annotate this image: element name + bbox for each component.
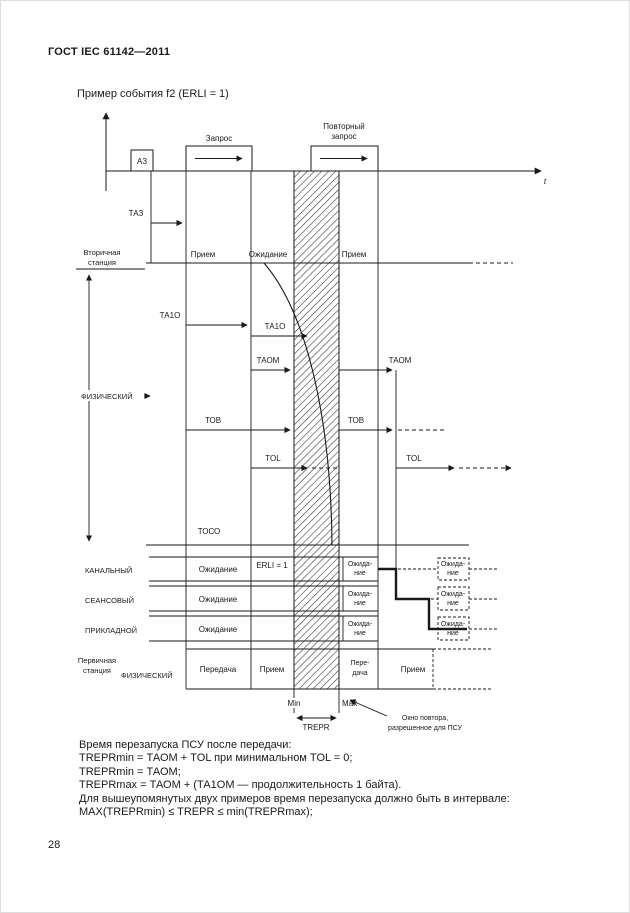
primary-station-label-2: станция [83, 666, 111, 675]
app-wait2-label-2: ние [354, 630, 366, 637]
notes-block: Время перезапуска ПСУ после передачи: TR… [79, 739, 574, 819]
note-line-4: TREPRmax = ТАОМ + (ТА1ОМ — продолжительн… [79, 779, 402, 792]
note-line-3: TREPRmin = ТАОМ; [79, 765, 181, 778]
link-layer-label: КАНАЛЬНЫЙ [85, 566, 132, 575]
link-wait3-label-2: ние [447, 570, 459, 577]
handover-connectors [398, 568, 499, 630]
receive-bottom-right-label: Прием [401, 665, 426, 674]
link-wait2-label-1: Ожида- [348, 561, 373, 568]
transmit2-label-2: дача [352, 670, 367, 677]
app-layer-label: ПРИКЛАДНОЙ [85, 626, 137, 635]
link-wait2-label-2: ние [354, 570, 366, 577]
figure-caption: Пример события f2 (ERLI = 1) [77, 88, 229, 100]
receive-bottom-left-label: Прием [260, 665, 285, 674]
link-wait3-label-1: Ожида- [441, 561, 466, 568]
link-wait-label: Ожидание [199, 565, 238, 574]
app-wait-label: Ожидание [199, 625, 238, 634]
primary-station-label-1: Первичная [78, 656, 116, 665]
session-wait2-label-1: Ожида- [348, 591, 373, 598]
trepr-label: TREPR [302, 723, 329, 732]
physical-primary-label: ФИЗИЧЕСКИЙ [121, 671, 173, 680]
page-number: 28 [48, 839, 61, 851]
session-wait3-label-2: ние [447, 600, 459, 607]
repeat-request-label-2: запрос [331, 132, 356, 141]
ta1o-mid-label: ТА1О [265, 322, 286, 331]
repeat-request-label-1: Повторный [323, 122, 364, 131]
request-box: Запрос [185, 134, 253, 172]
ta1o-left-label: ТА1О [160, 311, 181, 320]
note-line-6: MAX(TREPRmin) ≤ TREPR ≤ min(TREPRmax); [79, 806, 313, 819]
note-line-2: TREPRmin = ТАОМ + TOL при минимальном TO… [79, 752, 353, 765]
repeat-request-box: Повторный запрос [310, 122, 379, 172]
taom-left-label: ТАОМ [257, 356, 280, 365]
erli-label: ERLI = 1 [256, 561, 288, 570]
wait-top-label: Ожидание [249, 250, 288, 259]
app-wait3-label-2: ние [447, 630, 459, 637]
app-row [149, 615, 378, 642]
secondary-station: Вторичная станция [76, 248, 145, 270]
secondary-station-label-1: Вторичная [84, 248, 121, 257]
note-line-1: Время перезапуска ПСУ после передачи: [79, 739, 292, 751]
tob-right-label: ТОВ [348, 416, 364, 425]
receive-left-label: Прием [191, 250, 216, 259]
session-wait-label: Ожидание [199, 595, 238, 604]
measure-lines [186, 321, 512, 568]
link-row [149, 556, 378, 582]
receive-right-label: Прием [342, 250, 367, 259]
window-note-label-2: разрешенное для ПСУ [388, 725, 462, 732]
app-wait3-label-1: Ожида- [441, 621, 466, 628]
session-layer-label: СЕАНСОВЫЙ [85, 596, 134, 605]
repeat-window-note: Окно повтора, разрешенное для ПСУ [349, 699, 462, 732]
session-row [149, 585, 378, 612]
min-label-bg [282, 698, 306, 708]
physical-secondary-label-bg [80, 390, 144, 401]
app-wait2-label-1: Ожида- [348, 621, 373, 628]
session-wait2-label-2: ние [354, 600, 366, 607]
primary-phys-row [186, 648, 491, 690]
max-label: Мах [342, 699, 357, 708]
tob-left-label: ТОВ [205, 416, 221, 425]
transmit2-label-1: Пере- [350, 660, 370, 667]
note-line-5: Для вышеупомянутых двух примеров время п… [79, 792, 510, 805]
t-axis-label: t [544, 177, 547, 186]
handover-staircase [378, 567, 467, 631]
timing-diagram: t АЗ Запрос Повторный запрос ТАЗ [76, 112, 547, 732]
taz-measure: ТАЗ [129, 209, 183, 227]
request-label: Запрос [206, 134, 233, 143]
secondary-station-label-2: станция [88, 258, 116, 267]
tol-right-label: TOL [406, 454, 422, 463]
physical-secondary-label: ФИЗИЧЕСКИЙ [81, 392, 133, 401]
timing-curve [263, 262, 333, 546]
doc-header: ГОСТ IEC 61142—2011 [48, 46, 171, 58]
window-note-label-1: Окно повтора, [402, 715, 448, 722]
az-label: АЗ [137, 157, 147, 166]
taom-right-label: ТАОМ [389, 356, 412, 365]
az-box: АЗ [130, 149, 154, 172]
session-wait3-label-1: Ожида- [441, 591, 466, 598]
taz-label: ТАЗ [129, 209, 144, 218]
toco-label: ТОСО [198, 527, 221, 536]
tol-left-label: TOL [265, 454, 281, 463]
min-label: Min [288, 699, 301, 708]
transmit-label: Передача [200, 665, 237, 674]
